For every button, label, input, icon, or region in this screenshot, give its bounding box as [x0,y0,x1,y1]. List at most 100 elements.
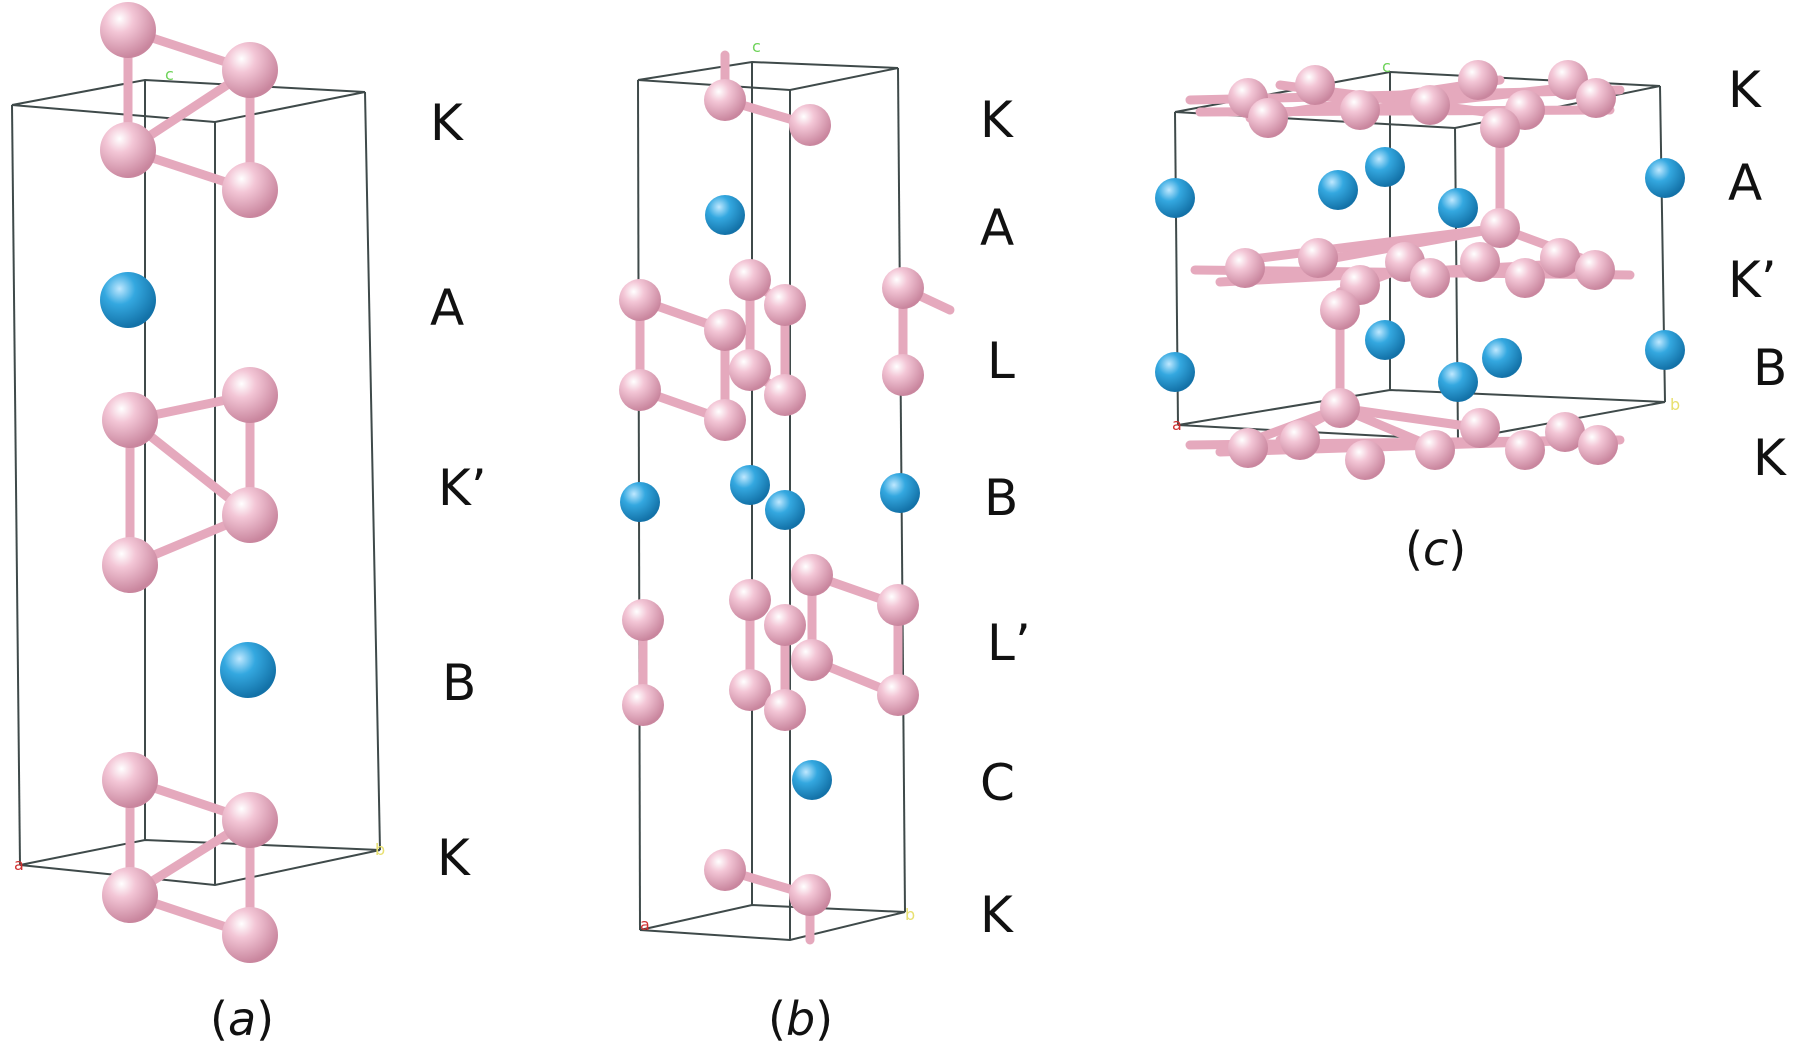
metal-atom [792,760,832,800]
layer-label: B [1753,339,1787,397]
boron-atom [1340,90,1380,130]
boron-atom [1480,208,1520,248]
layer-label: K [430,94,464,152]
caption-close: ) [815,992,833,1046]
metal-atom [880,473,920,513]
boron-atom [222,367,278,423]
boron-atom [1505,258,1545,298]
boron-atom [100,122,156,178]
boron-atom [704,399,746,441]
metal-atom [765,490,805,530]
boron-atom [1410,258,1450,298]
layer-label: B [984,469,1018,527]
boron-atom [1248,98,1288,138]
boron-atom [222,792,278,848]
boron-atom [1458,60,1498,100]
boron-atom [1415,430,1455,470]
metal-atom [1645,330,1685,370]
caption-open: ( [768,992,786,1046]
boron-atom [102,537,158,593]
boron-atom [1345,440,1385,480]
layer-label: K [980,91,1014,149]
boron-atom [222,907,278,963]
axis-origin-tag: a [1172,415,1182,434]
boron-atom [222,487,278,543]
boron-atom [1320,388,1360,428]
axis-b-tag: b [1670,395,1680,414]
layer-label: L [987,332,1015,390]
boron-atom [789,874,831,916]
caption-letter: b [786,992,815,1046]
boron-atom [1225,248,1265,288]
metal-atom [1365,320,1405,360]
metal-atom [1318,170,1358,210]
boron-atom [1298,238,1338,278]
boron-atom [1228,428,1268,468]
boron-atom [1545,412,1585,452]
boron-atom [102,867,158,923]
boron-atom [1505,430,1545,470]
caption-open: ( [1405,522,1423,576]
metal-atom [100,272,156,328]
axis-origin-tag: a [14,855,24,874]
metal-atom [620,482,660,522]
boron-atom [1578,425,1618,465]
panel-c-caption: (c) [1405,522,1466,576]
caption-letter: a [228,992,256,1046]
panel-c: c b a [1155,57,1787,576]
boron-atom [729,579,771,621]
caption-close: ) [1448,522,1466,576]
metal-atom [1645,158,1685,198]
boron-atom [1320,290,1360,330]
caption-letter: c [1423,522,1448,576]
panel-a-boron-atoms [100,2,278,963]
metal-atom [220,642,276,698]
boron-atom [1575,250,1615,290]
panel-a-caption: (a) [210,992,274,1046]
boron-atom [1280,420,1320,460]
layer-label: K [437,829,471,887]
axis-c-tag: c [165,65,174,84]
panel-a-metal-atoms [100,272,276,698]
boron-atom [877,584,919,626]
metal-atom [1438,362,1478,402]
axis-c-tag: c [752,37,761,56]
panel-a-unit-cell [11,78,381,887]
panel-a-layer-labels: K A K’ B K [430,94,487,887]
boron-atom [882,354,924,396]
layer-label: A [430,279,464,337]
boron-atom [1460,408,1500,448]
layer-label: A [980,199,1014,257]
boron-atom [764,374,806,416]
layer-label: K [980,886,1014,944]
caption-open: ( [210,992,228,1046]
axis-b-tag: b [905,905,915,924]
boron-atom [619,369,661,411]
boron-atom [222,42,278,98]
metal-atom [730,465,770,505]
boron-atom [764,284,806,326]
boron-atom [1540,238,1580,278]
layer-label: A [1728,154,1762,212]
metal-atom [1155,352,1195,392]
boron-atom [764,604,806,646]
layer-label: K’ [1728,251,1777,309]
boron-atom [704,849,746,891]
layer-label: K [1728,61,1762,119]
panel-b-layer-labels: K A L B L’ C K [980,91,1031,944]
boron-atom [622,599,664,641]
layer-label: C [980,754,1015,812]
boron-atom [729,349,771,391]
panel-c-boron-atoms [1225,60,1618,480]
boron-atom [704,79,746,121]
panel-b-metal-atoms [620,195,920,800]
boron-atom [1460,242,1500,282]
caption-close: ) [256,992,274,1046]
boron-atom [100,2,156,58]
layer-label: K [1753,429,1787,487]
axis-c-tag: c [1382,57,1391,76]
panel-b-caption: (b) [768,992,833,1046]
metal-atom [1438,188,1478,228]
boron-atom [729,669,771,711]
